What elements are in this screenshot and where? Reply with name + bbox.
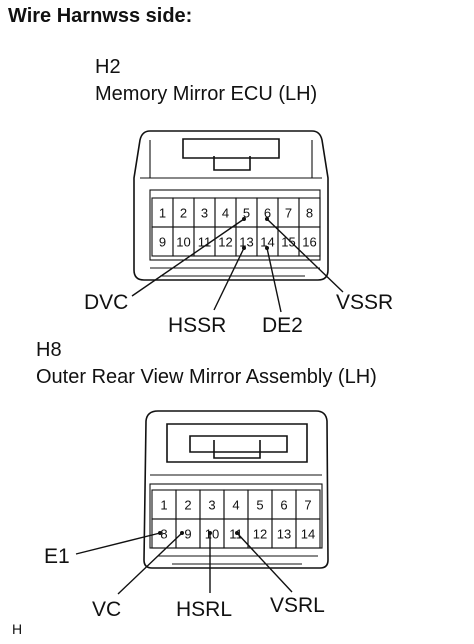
label-hssr: HSSR [168,314,226,337]
h2-pin-5: 5 [243,206,250,221]
connector-2-leaders [75,531,293,595]
h2-pin-4: 4 [222,206,229,221]
h8-pin-7: 7 [304,498,311,513]
connector-1-id: H2 [95,56,121,78]
h2-cell-16 [298,226,321,257]
label-vssr: VSSR [336,291,393,314]
h2-pin-14: 14 [260,235,274,250]
label-e1: E1 [44,545,70,568]
h2-pin-16: 16 [302,235,316,250]
label-vsrl: VSRL [270,594,325,617]
label-vc: VC [92,598,121,621]
h2-pin-12: 12 [218,235,232,250]
h8-pin-12: 12 [253,527,267,542]
label-hsrl: HSRL [176,598,232,621]
h8-pin-10: 10 [205,527,219,542]
h8-pin-13: 13 [277,527,291,542]
h8-pin-3: 3 [208,498,215,513]
connector-2-id: H8 [36,339,62,361]
connector-1-name: Memory Mirror ECU (LH) [95,83,317,105]
connector-1-leaders [131,217,344,313]
h8-pin-6: 6 [280,498,287,513]
h2-pin-2: 2 [180,206,187,221]
h8-pin-1: 1 [160,498,167,513]
h2-pin-6: 6 [264,206,271,221]
h8-pin-2: 2 [184,498,191,513]
h2-pin-3: 3 [201,206,208,221]
h8-pin-8: 8 [160,527,167,542]
h2-pin-9: 9 [159,235,166,250]
h2-pin-11: 11 [198,235,212,250]
h8-pin-5: 5 [256,498,263,513]
h2-pin-10: 10 [176,235,190,250]
h2-pin-8: 8 [306,206,313,221]
h8-cell-14 [295,518,321,549]
connector-1-housing [133,130,329,281]
page-title: Wire Harnwss side: [8,5,192,27]
label-de2: DE2 [262,314,303,337]
h8-pin-14: 14 [301,527,315,542]
h2-pin-15: 15 [281,235,295,250]
connector-2-name: Outer Rear View Mirror Assembly (LH) [36,366,377,388]
label-dvc: DVC [84,291,128,314]
footer-mark: H [12,621,22,637]
h8-pin-9: 9 [184,527,191,542]
h8-pin-4: 4 [232,498,239,513]
h2-pin-1: 1 [159,206,166,221]
h2-pin-7: 7 [285,206,292,221]
h2-pin-13: 13 [239,235,253,250]
